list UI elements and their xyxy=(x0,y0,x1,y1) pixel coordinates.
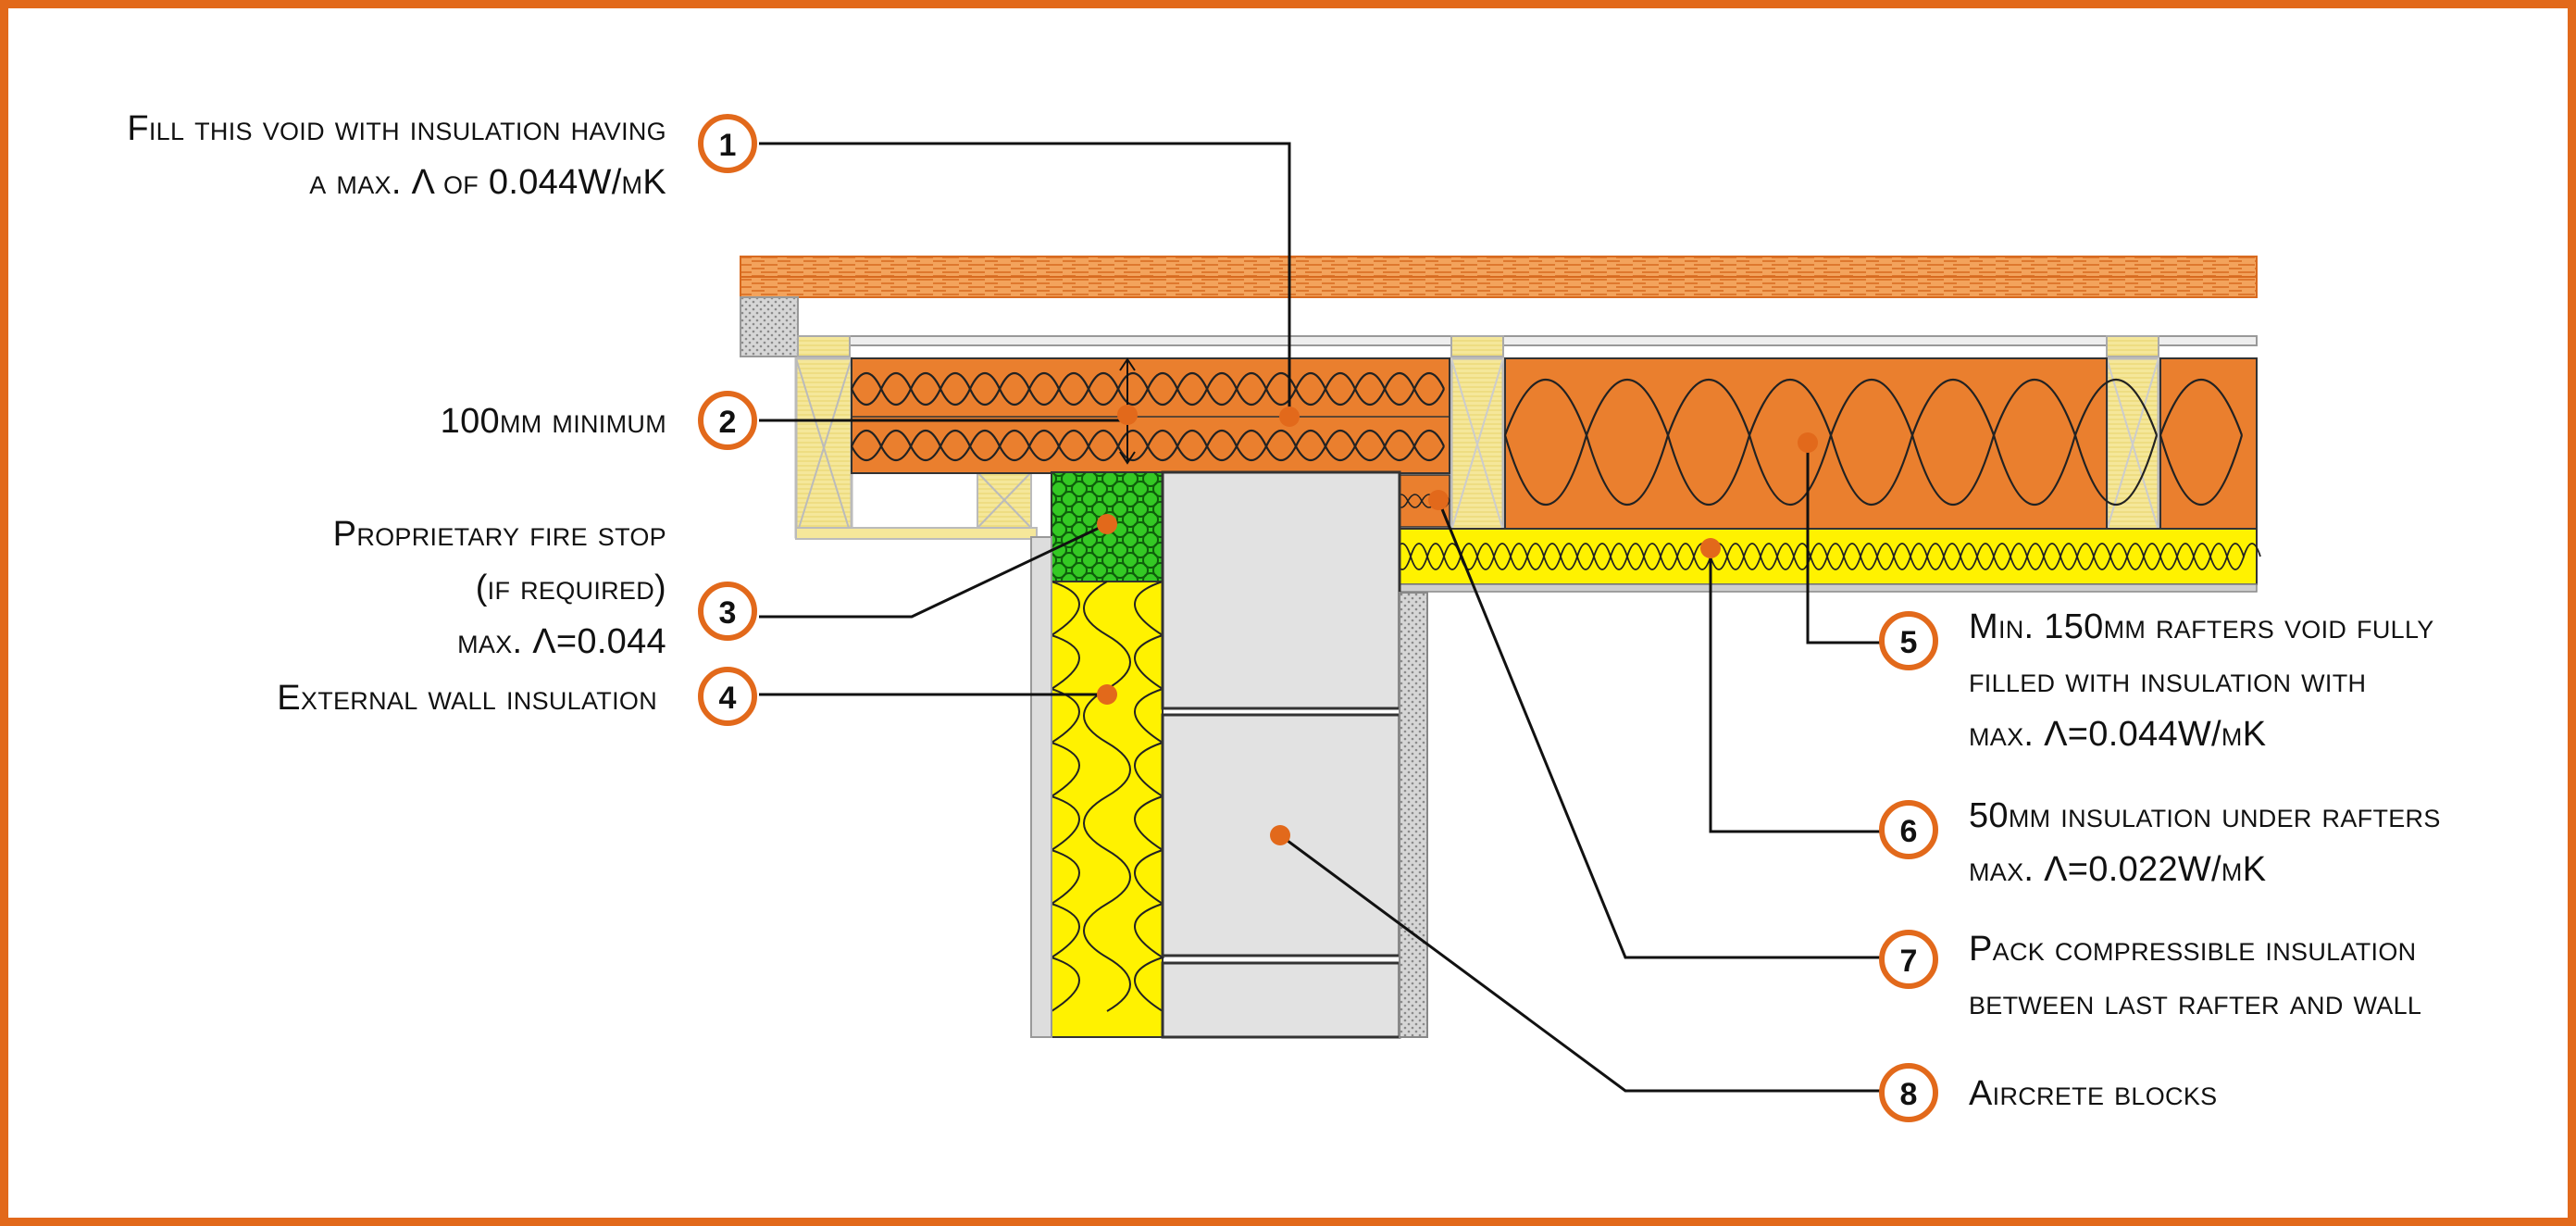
callout-1-line-2: a max. Λ of 0.044W/mK xyxy=(309,163,666,202)
callout-label-3: Proprietary fire stop (if required) max.… xyxy=(333,507,666,669)
callout-5-line-1: Min. 150mm rafters void fully xyxy=(1969,607,2434,646)
callout-6-line-1: 50mm insulation under rafters xyxy=(1969,796,2441,835)
callout-8-line-1: Aircrete blocks xyxy=(1969,1074,2218,1113)
marker-dot-6 xyxy=(1700,538,1721,558)
callout-number-1: 1 xyxy=(698,114,757,173)
callout-3-line-2: (if required) xyxy=(475,569,666,607)
marker-dot-7 xyxy=(1428,490,1449,510)
callout-6-line-2: max. Λ=0.022W/mK xyxy=(1969,850,2267,889)
marker-dot-4 xyxy=(1097,684,1117,705)
callout-number-3: 3 xyxy=(698,582,757,641)
aircrete-blocks xyxy=(1161,470,1401,1039)
svg-text:8: 8 xyxy=(1900,1077,1918,1112)
render-strip xyxy=(1030,536,1052,1038)
callout-number-6: 6 xyxy=(1879,800,1938,859)
roof-deck xyxy=(740,256,2258,346)
external-wall-insulation xyxy=(1049,581,1165,1038)
callout-5-line-2: filled with insulation with xyxy=(1969,661,2367,700)
leader-lines xyxy=(759,142,1883,1093)
callout-number-8: 8 xyxy=(1879,1063,1938,1122)
callout-label-2: 100mm minimum xyxy=(441,394,666,448)
callout-label-4: External wall insulation xyxy=(277,671,657,725)
callout-label-1: Fill this void with insulation having a … xyxy=(127,102,666,209)
marker-dot-3 xyxy=(1097,514,1117,534)
callout-2-line-1: 100mm minimum xyxy=(440,402,666,441)
battens xyxy=(797,335,2159,357)
internal-lining xyxy=(1399,592,1428,1038)
marker-dot-5 xyxy=(1798,432,1818,453)
svg-text:7: 7 xyxy=(1900,944,1918,979)
callout-4-line-1: External wall insulation xyxy=(277,679,657,718)
under-rafter-insulation xyxy=(1393,528,2261,593)
callout-1-line-1: Fill this void with insulation having xyxy=(127,109,666,148)
callout-label-5: Min. 150mm rafters void fully filled wit… xyxy=(1969,600,2434,761)
svg-text:3: 3 xyxy=(719,595,737,631)
callout-label-7: Pack compressible insulation between las… xyxy=(1969,922,2421,1030)
svg-text:6: 6 xyxy=(1900,814,1918,849)
svg-text:2: 2 xyxy=(719,405,737,440)
callout-3-line-1: Proprietary fire stop xyxy=(332,515,666,554)
callout-number-7: 7 xyxy=(1879,930,1938,989)
callout-3-line-3: max. Λ=0.044 xyxy=(457,622,666,661)
marker-dot-2 xyxy=(1117,405,1138,425)
callout-number-2: 2 xyxy=(698,391,757,450)
callout-number-4: 4 xyxy=(698,667,757,726)
svg-text:1: 1 xyxy=(719,128,737,163)
marker-dot-8 xyxy=(1270,825,1290,845)
svg-text:4: 4 xyxy=(719,681,737,716)
callout-label-6: 50mm insulation under rafters max. Λ=0.0… xyxy=(1969,789,2441,896)
eaves-block xyxy=(740,296,799,357)
callout-7-line-2: between last rafter and wall xyxy=(1969,983,2422,1022)
callout-number-5: 5 xyxy=(1879,611,1938,670)
rafters xyxy=(1450,357,2160,532)
callout-label-8: Aircrete blocks xyxy=(1969,1067,2217,1120)
void-insulation xyxy=(851,357,1450,474)
marker-dots xyxy=(1097,405,1818,845)
svg-text:5: 5 xyxy=(1900,625,1918,660)
callout-7-line-1: Pack compressible insulation xyxy=(1969,930,2417,969)
marker-dot-1 xyxy=(1279,407,1300,427)
callout-5-line-3: max. Λ=0.044W/mK xyxy=(1969,715,2267,754)
